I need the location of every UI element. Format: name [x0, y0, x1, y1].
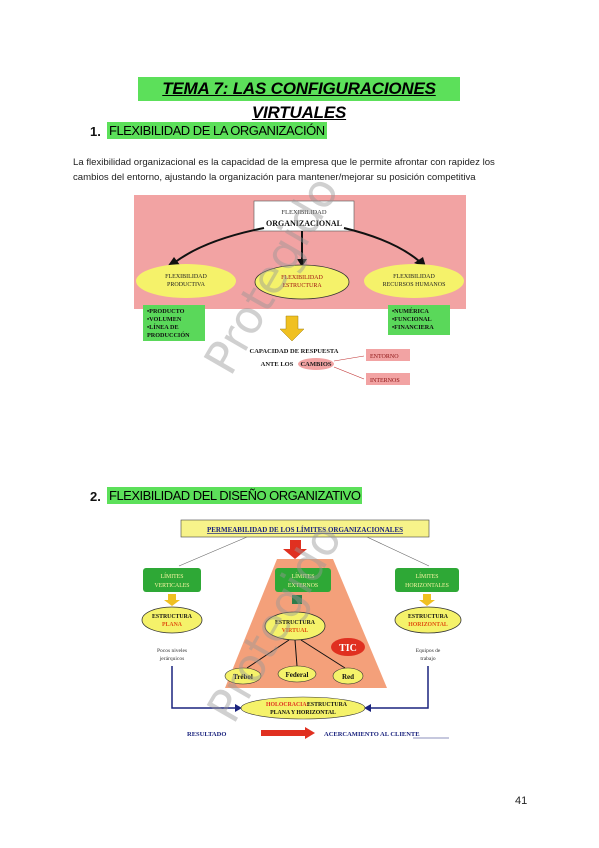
- pocos-line1: Pocos niveles: [157, 648, 187, 654]
- line-pocos-holocracia: [171, 666, 235, 709]
- rrhh-line1: FLEXIBILIDAD: [393, 274, 435, 280]
- productiva-item-2: •VOLUMEN: [147, 316, 182, 323]
- organizational-design-diagram: PERMEABILIDAD DE LOS LÍMITES ORGANIZACIO…: [141, 519, 462, 739]
- branch-federal: [294, 639, 298, 667]
- productiva-line1: FLEXIBILIDAD: [165, 274, 207, 280]
- productiva-list-box: [143, 305, 205, 341]
- down-arrow: [279, 315, 305, 342]
- line-equipos-holocracia: [371, 666, 429, 709]
- equipos-line1: Equipos de: [416, 648, 441, 654]
- limits-external-box: [275, 568, 331, 592]
- limits-horizontal-line2: HORIZONTALES: [405, 583, 449, 589]
- rrhh-list-box: [388, 305, 450, 335]
- trebol-label: Trébol: [233, 673, 253, 681]
- permeability-text: PERMEABILIDAD DE LOS LÍMITES ORGANIZACIO…: [207, 526, 403, 534]
- document-title: TEMA 7: LAS CONFIGURACIONES VIRTUALES: [138, 77, 460, 122]
- equipos-line2: trabajo: [420, 656, 436, 662]
- cambios-ellipse: [298, 358, 334, 370]
- arrow-center-head: [297, 259, 307, 267]
- estructura-line2: ESTRUCTURA: [282, 283, 322, 289]
- top-box-line2: ORGANIZACIONAL: [266, 219, 342, 228]
- horizontal-line2: HORIZONTAL: [408, 622, 448, 628]
- holocracia-prefix: HOLOCRACIA:: [266, 702, 309, 708]
- pocos-line2: jerárquicos: [159, 656, 184, 662]
- section-1-number: 1.: [90, 124, 101, 139]
- limits-vertical-line1: LÍMITES: [161, 572, 184, 580]
- internos-label: INTERNOS: [370, 378, 400, 384]
- productiva-item-1: •PRODUCTO: [147, 308, 185, 315]
- top-box: [253, 200, 355, 232]
- rrhh-line2: RECURSOS HUMANOS: [383, 282, 446, 288]
- page-number: 41: [515, 795, 528, 807]
- limits-external-line2: EXTERNOS: [288, 583, 318, 589]
- section-1-heading: FLEXIBILIDAD DE LA ORGANIZACIÓN: [107, 122, 327, 139]
- branch-red: [300, 639, 346, 669]
- red-down-arrow: [283, 540, 307, 559]
- capacity-line1: CAPACIDAD DE RESPUESTA: [250, 348, 339, 355]
- trebol-ellipse: [224, 667, 262, 685]
- external-square: [292, 595, 302, 604]
- entorno-label: ENTORNO: [370, 354, 399, 360]
- ellipse-estructura: [254, 264, 350, 300]
- section-1-paragraph: La flexibilidad organizacional es la cap…: [73, 157, 495, 183]
- limits-vertical-line2: VERTICALES: [154, 583, 189, 589]
- estructura-line1: FLEXIBILIDAD: [281, 275, 323, 281]
- arrow-to-plana: [164, 594, 180, 606]
- arrow-right: [343, 227, 420, 262]
- ellipse-productiva: [136, 264, 236, 298]
- plana-line1: ESTRUCTURA: [152, 614, 193, 620]
- red-label: Red: [342, 673, 354, 681]
- internos-box: [366, 373, 410, 385]
- holocracia-line2: PLANA Y HORIZONTAL: [270, 710, 336, 716]
- holocracia-rest: ESTRUCTURA: [307, 702, 348, 708]
- line-to-horizontal: [366, 536, 430, 567]
- rrhh-item-3: •FINANCIERA: [392, 324, 434, 331]
- arrow-head-left: [235, 704, 242, 712]
- productiva-item-4: PRODUCCIÓN: [147, 331, 190, 339]
- tic-ellipse: [331, 638, 365, 656]
- branch-trebol: [246, 639, 290, 669]
- productiva-line2: PRODUCTIVA: [167, 282, 206, 288]
- line-to-vertical: [178, 536, 248, 567]
- limits-horizontal-line1: LÍMITES: [416, 572, 439, 580]
- rrhh-item-1: •NUMÉRICA: [392, 307, 429, 315]
- top-box-line1: FLEXIBILIDAD: [281, 209, 326, 216]
- federal-ellipse: [277, 665, 317, 683]
- resultado-label: RESULTADO: [187, 731, 226, 738]
- line-entorno: [333, 355, 365, 362]
- arrow-to-horizontal: [419, 594, 435, 606]
- capacity-line2-prefix: ANTE LOS: [261, 361, 294, 368]
- permeability-banner: [180, 519, 430, 538]
- entorno-box: [366, 349, 410, 361]
- plana-ellipse: [141, 606, 203, 634]
- rrhh-item-2: •FUNCIONAL: [392, 316, 432, 323]
- red-ellipse: [332, 667, 364, 685]
- arrow-head-right: [364, 704, 371, 712]
- section-2-heading: FLEXIBILIDAD DEL DISEÑO ORGANIZATIVO: [107, 487, 363, 504]
- virtual-line1: ESTRUCTURA: [275, 620, 316, 626]
- limits-horizontal-box: [395, 568, 459, 592]
- line-internos: [333, 366, 365, 380]
- plana-line2: PLANA: [162, 622, 183, 628]
- tic-label: TIC: [339, 643, 357, 654]
- limits-vertical-box: [143, 568, 201, 592]
- productiva-item-3: •LÍNEA DE: [147, 323, 179, 331]
- capacity-line2-word: CAMBIOS: [300, 361, 331, 368]
- horizontal-line1: ESTRUCTURA: [408, 614, 449, 620]
- ellipse-rrhh: [364, 264, 464, 298]
- federal-label: Federal: [286, 671, 309, 679]
- holocracia-ellipse: [240, 696, 366, 720]
- virtual-ellipse: [264, 611, 326, 641]
- virtual-line2: VIRTUAL: [282, 628, 309, 634]
- limits-external-line1: LÍMITES: [292, 572, 315, 580]
- section-2-number: 2.: [90, 489, 101, 504]
- horizontal-ellipse: [394, 606, 462, 634]
- result-arrow: [261, 727, 315, 739]
- flexibility-diagram: FLEXIBILIDAD ORGANIZACIONAL FLEXIBILIDAD…: [134, 195, 466, 385]
- arrow-left: [173, 227, 265, 264]
- acercamiento-label: ACERCAMIENTO AL CLIENTE: [324, 731, 420, 738]
